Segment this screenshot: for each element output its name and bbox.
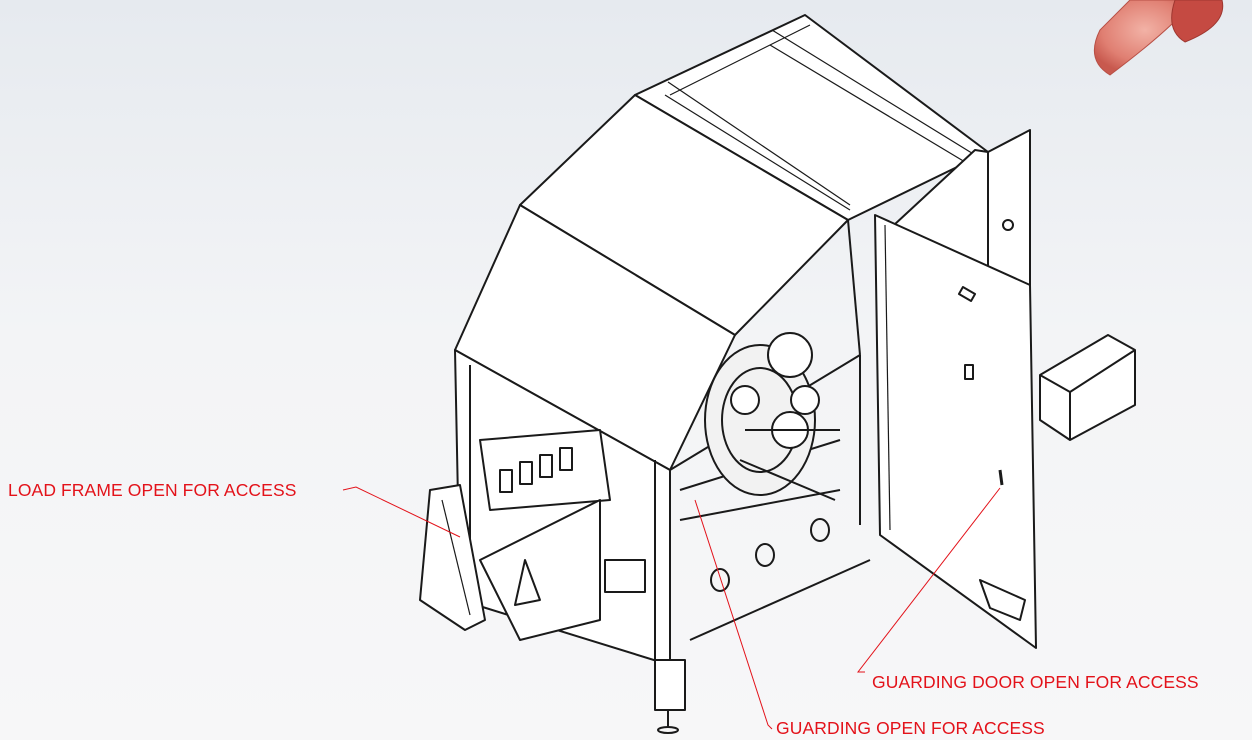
callout-guarding-open: GUARDING OPEN FOR ACCESS <box>776 718 1045 738</box>
machine-drawing <box>419 14 1136 734</box>
product-graphic-icon <box>1093 0 1224 76</box>
leader-line-load-frame <box>342 486 461 538</box>
leader-line-guarding <box>694 499 773 730</box>
leader-lines <box>342 486 1001 730</box>
callout-guarding-door-open: GUARDING DOOR OPEN FOR ACCESS <box>872 672 1199 692</box>
callout-load-frame-open: LOAD FRAME OPEN FOR ACCESS <box>8 480 297 500</box>
leader-line-guarding-door <box>856 487 1001 673</box>
